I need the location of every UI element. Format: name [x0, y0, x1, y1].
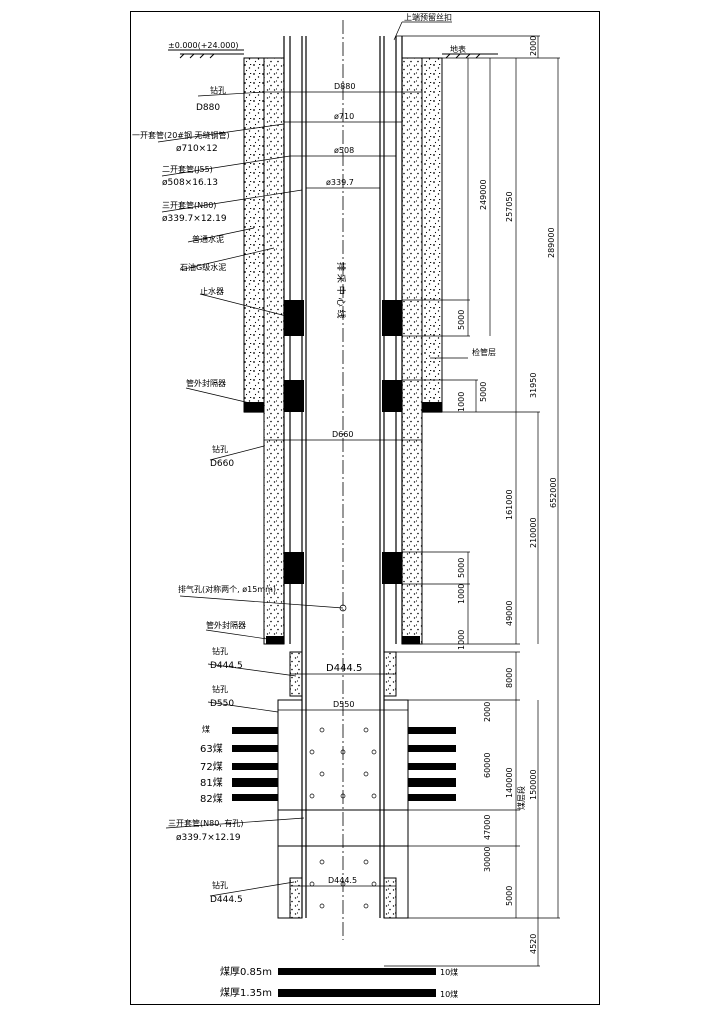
ground-line — [168, 49, 498, 59]
dim-coal-seg: 煤层段 — [516, 786, 526, 810]
dim-5000d: 5000 — [505, 886, 514, 906]
dim-d4445a: D444.5 — [326, 663, 362, 674]
lbl-casing2-a: 二开套管(J55) — [162, 164, 213, 174]
dim-d880: D880 — [334, 82, 355, 91]
casing-walls — [244, 36, 442, 918]
legend-right-1: 10煤 — [440, 967, 458, 977]
lbl-drill-d4445b-b: D444.5 — [210, 895, 243, 905]
drawing-frame — [130, 11, 600, 1005]
legend-bar-2 — [278, 989, 436, 997]
legend-label-1: 煤厚0.85m — [220, 965, 272, 978]
left-leaders — [157, 91, 344, 897]
dim-210000: 210000 — [529, 517, 538, 548]
wire-label: 上端预留丝扣 — [404, 12, 452, 22]
right-dim-lines — [384, 35, 560, 967]
dim-652000: 652000 — [549, 477, 558, 508]
dim-31950: 31950 — [529, 373, 538, 398]
lbl-drill-d880-b: D880 — [196, 103, 220, 113]
lbl-packer1: 管外封隔器 — [186, 378, 226, 388]
lbl-drill-d660-a: 钻孔 — [212, 444, 228, 454]
lbl-g-cement: 石油G级水泥 — [180, 262, 226, 272]
dim-2000a: 2000 — [529, 36, 538, 56]
dim-p508: ø508 — [334, 146, 354, 155]
lbl-coal-72: 72煤 — [200, 760, 223, 773]
dim-5000c: 5000 — [457, 558, 466, 578]
legend-right-2: 10煤 — [440, 989, 458, 999]
dim-5000b: 5000 — [479, 382, 488, 402]
lbl-drill-d880-a: 钻孔 — [210, 85, 226, 95]
dim-1000a: 1000 — [457, 392, 466, 412]
dim-8000: 8000 — [505, 668, 514, 688]
lbl-test-layer: 检管层 — [472, 347, 496, 357]
left-labels: 钻孔 D880 一开套管(20#钢 无缝钢管) ø710×12 二开套管(J55… — [132, 85, 276, 905]
dim-249000: 249000 — [479, 179, 488, 210]
dim-5000a: 5000 — [457, 310, 466, 330]
lbl-casing2-b: ø508×16.13 — [162, 178, 218, 188]
lbl-water-stop: 止水器 — [200, 286, 224, 296]
dim-4520: 4520 — [529, 934, 538, 954]
lbl-casing3-a: 三开套管(N80) — [162, 200, 216, 210]
dim-p3397: ø339.7 — [326, 178, 354, 187]
right-dim-labels: 2000 249000 257050 289000 5000 31950 500… — [457, 36, 558, 954]
dim-49000: 49000 — [505, 601, 514, 626]
dim-1000c: 1000 — [457, 630, 466, 650]
inline-dims — [264, 91, 422, 887]
lbl-cement: 普通水泥 — [192, 234, 224, 244]
lbl-drill-d4445b-a: 钻孔 — [212, 880, 228, 890]
lbl-drill-d4445a-b: D444.5 — [210, 661, 243, 671]
lbl-drill-d550-a: 钻孔 — [212, 684, 228, 694]
dim-161000: 161000 — [505, 489, 514, 520]
lbl-packer2: 管外封隔器 — [206, 620, 246, 630]
center-text: 排 采 中 心 线 — [335, 262, 347, 318]
ground-label: 地表 — [450, 44, 466, 54]
legend-label-2: 煤厚1.35m — [220, 986, 272, 999]
lbl-coal-63: 63煤 — [200, 742, 223, 755]
lbl-coal-82: 82煤 — [200, 792, 223, 805]
lbl-drill-d4445a-a: 钻孔 — [212, 646, 228, 656]
lbl-exhaust: 排气孔(对称两个, ø15mm) — [178, 584, 276, 594]
lbl-casing1-a: 一开套管(20#钢 无缝钢管) — [132, 130, 230, 140]
lbl-casing3-b: ø339.7×12.19 — [162, 214, 227, 224]
lbl-casing3b-b: ø339.7×12.19 — [176, 833, 241, 843]
dim-2000b: 2000 — [483, 702, 492, 722]
dim-d660: D660 — [332, 430, 353, 439]
lbl-coal-81: 81煤 — [200, 776, 223, 789]
perforation-holes — [309, 604, 377, 909]
lbl-drill-d660-b: D660 — [210, 459, 234, 469]
lbl-casing3b-a: 三开套管(N80, 有孔) — [168, 818, 244, 828]
dim-d4445b: D444.5 — [328, 876, 357, 885]
dim-257050: 257050 — [505, 191, 514, 222]
lbl-casing1-b: ø710×12 — [176, 144, 218, 154]
lbl-coal: 煤 — [202, 724, 210, 734]
dim-289000: 289000 — [547, 227, 556, 258]
dim-p710: ø710 — [334, 112, 354, 121]
water-stop-blocks — [244, 300, 442, 644]
legend: 煤厚0.85m 10煤 煤厚1.35m 10煤 — [220, 965, 458, 999]
dim-30000: 30000 — [483, 847, 492, 872]
dim-d550: D550 — [333, 700, 354, 709]
lbl-drill-d550-b: D550 — [210, 699, 234, 709]
legend-bar-1 — [278, 968, 436, 975]
coal-seams — [232, 727, 456, 801]
dim-150000: 150000 — [529, 769, 538, 800]
dim-60000: 60000 — [483, 753, 492, 778]
elevation-label: ±0.000(+24.000) — [168, 41, 239, 50]
dim-1000b: 1000 — [457, 584, 466, 604]
dim-47000: 47000 — [483, 815, 492, 840]
dim-140000: 140000 — [505, 767, 514, 798]
